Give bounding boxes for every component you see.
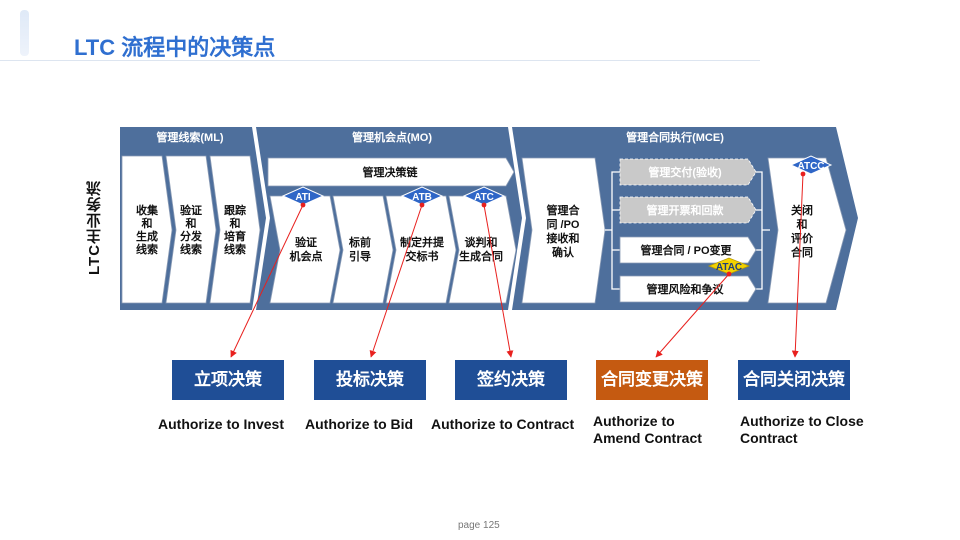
mo-step-4-box bbox=[448, 195, 517, 304]
mo-step-2-l1: 标前 bbox=[348, 235, 371, 249]
mce-receive-box bbox=[521, 157, 606, 304]
ml-step-3-l2: 和 bbox=[230, 216, 241, 230]
mo-step-4-l2: 生成合同 bbox=[459, 249, 503, 263]
phase-mce-bg bbox=[512, 127, 858, 310]
mce-delivery-label: 管理交付(验收) bbox=[648, 165, 722, 179]
mce-close-l2: 和 bbox=[797, 217, 808, 231]
en-amend: Authorize to Amend Contract bbox=[593, 413, 702, 446]
mce-receive-l4: 确认 bbox=[552, 245, 575, 259]
ml-step-2-l2: 和 bbox=[186, 216, 197, 230]
ml-step-1-l3: 生成 bbox=[136, 229, 158, 243]
mce-left-bracket bbox=[611, 171, 620, 290]
en-bid: Authorize to Bid bbox=[305, 416, 414, 432]
ml-step-3-box bbox=[209, 155, 261, 304]
badge-atcc-label: ATCC bbox=[797, 161, 824, 172]
decision-bid: 投标决策 bbox=[314, 360, 426, 400]
mce-invoice-box bbox=[619, 196, 757, 224]
mo-step-2-box bbox=[332, 195, 394, 304]
arrow-atb-bid bbox=[369, 202, 425, 358]
en-contract: Authorize to Contract bbox=[431, 416, 575, 432]
phase-mo-title: 管理机会点(MO) bbox=[352, 130, 432, 144]
mce-risk-label: 管理风险和争议 bbox=[647, 282, 725, 296]
mce-change-label: 管理合同 / PO变更 bbox=[640, 243, 732, 257]
phase-mce-title: 管理合同执行(MCE) bbox=[626, 130, 724, 144]
decision-invest: 立项决策 bbox=[172, 360, 284, 400]
mo-step-2-l2: 引导 bbox=[349, 249, 371, 263]
ml-step-3-l1: 跟踪 bbox=[224, 203, 246, 217]
ml-step-3-l3: 培育 bbox=[224, 229, 246, 243]
mo-chain-box bbox=[267, 157, 515, 187]
ml-step-1-l4: 线索 bbox=[136, 242, 158, 256]
mo-step-1-box bbox=[269, 195, 341, 304]
arrow-atcc-close bbox=[791, 171, 806, 358]
mce-change-box bbox=[619, 236, 757, 264]
title-divider bbox=[0, 60, 760, 61]
mce-close-box bbox=[767, 157, 847, 304]
badge-atac-label: ATAC bbox=[716, 262, 742, 273]
ml-step-1-l1: 收集 bbox=[136, 203, 159, 217]
badge-atb: ATB bbox=[400, 186, 444, 206]
ml-step-1-box bbox=[121, 155, 173, 304]
arrow-ati-invest bbox=[230, 202, 306, 358]
mo-step-1-l1: 验证 bbox=[295, 235, 317, 249]
mo-step-3-l1: 制定并提 bbox=[400, 235, 445, 249]
en-invest: Authorize to Invest bbox=[158, 416, 285, 432]
mce-risk-box bbox=[619, 275, 757, 303]
page-number: page 125 bbox=[458, 520, 500, 531]
mo-step-1-l2: 机会点 bbox=[290, 249, 323, 263]
phase-ml-title: 管理线索(ML) bbox=[156, 130, 224, 144]
mce-close-l4: 合同 bbox=[791, 245, 813, 259]
arrow-atc-contract bbox=[481, 202, 514, 358]
mce-close-l1: 关闭 bbox=[791, 203, 813, 217]
mce-right-bracket bbox=[755, 171, 763, 290]
mo-step-4-l1: 谈判和 bbox=[465, 235, 498, 249]
badge-atb-label: ATB bbox=[412, 192, 432, 203]
mce-invoice-label: 管理开票和回款 bbox=[647, 203, 725, 217]
badge-atc: ATC bbox=[462, 186, 506, 206]
decision-close: 合同关闭决策 bbox=[738, 360, 850, 400]
badge-ati-label: ATI bbox=[295, 192, 311, 203]
badge-atc-label: ATC bbox=[474, 192, 494, 203]
ml-step-1-l2: 和 bbox=[142, 216, 153, 230]
page-title: LTC 流程中的决策点 bbox=[74, 35, 276, 60]
mce-receive-l2: 同 /PO bbox=[546, 218, 579, 231]
phase-mo-bg bbox=[256, 127, 522, 310]
ml-step-2-l1: 验证 bbox=[180, 203, 202, 217]
mce-receive-l3: 接收和 bbox=[547, 231, 580, 245]
en-close: Authorize to Close Contract bbox=[740, 413, 864, 446]
ml-step-3-l4: 线索 bbox=[224, 242, 246, 256]
ml-step-2-l3: 分发 bbox=[180, 229, 203, 243]
ltc-main-flow-label: LTC主业务流 bbox=[86, 179, 103, 275]
phase-ml-bg bbox=[120, 127, 266, 310]
mo-step-3-l2: 交标书 bbox=[406, 249, 439, 263]
mo-chain-label: 管理决策链 bbox=[363, 165, 419, 179]
ml-step-2-box bbox=[165, 155, 217, 304]
badge-atcc: ATCC bbox=[789, 155, 833, 175]
badge-atac: ATAC bbox=[707, 257, 751, 275]
decision-amend: 合同变更决策 bbox=[596, 360, 708, 400]
mce-receive-l1: 管理合 bbox=[547, 203, 581, 217]
badge-ati: ATI bbox=[281, 186, 325, 206]
ml-step-2-l4: 线索 bbox=[180, 242, 202, 256]
arrow-atac-amend bbox=[655, 271, 732, 358]
decision-contract: 签约决策 bbox=[455, 360, 567, 400]
mce-close-l3: 评价 bbox=[791, 232, 814, 245]
mce-delivery-box bbox=[619, 158, 757, 186]
accent-bar bbox=[20, 10, 29, 56]
mo-step-3-box bbox=[385, 195, 457, 304]
